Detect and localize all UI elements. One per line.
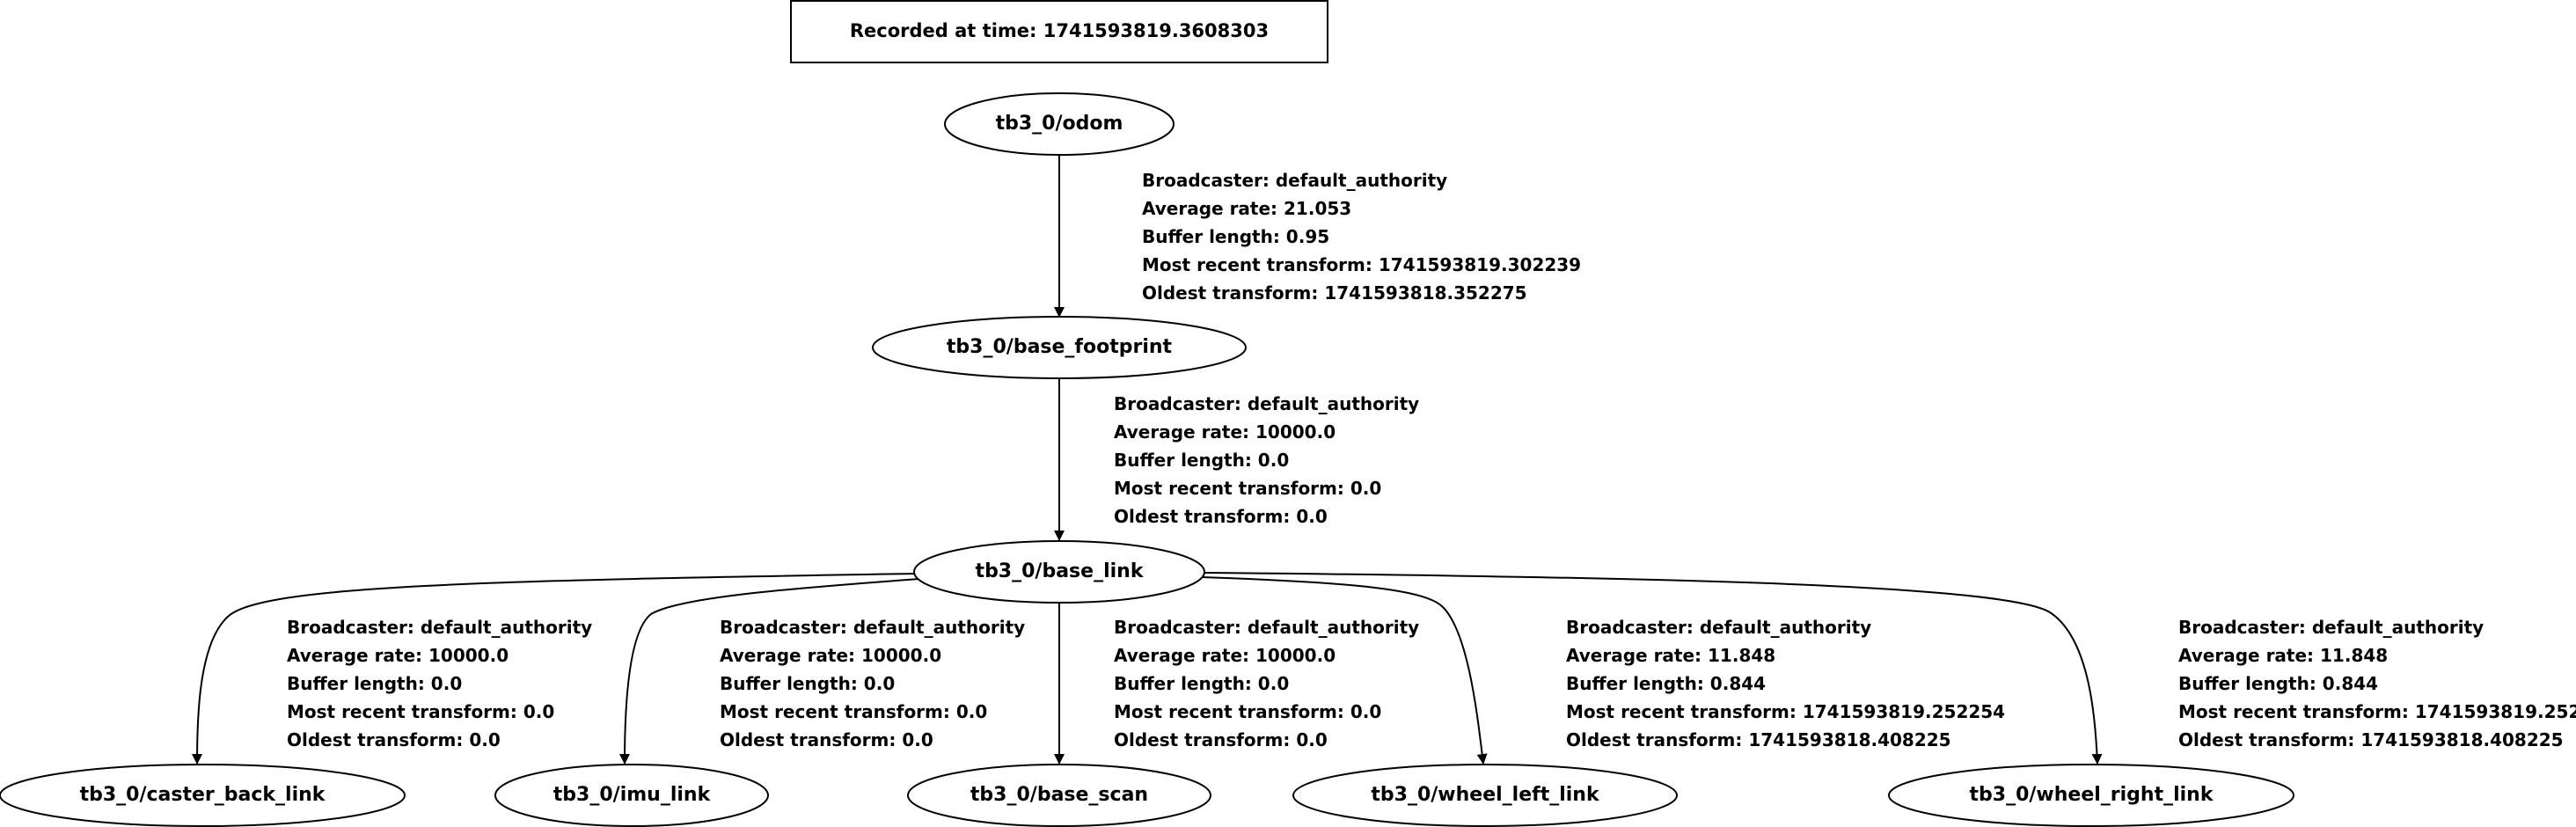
recorded-time-box: Recorded at time: 1741593819.3608303 xyxy=(790,0,1328,63)
edge-label-line: Most recent transform: 0.0 xyxy=(287,701,554,722)
node-base-link: tb3_0/base_link xyxy=(913,540,1205,604)
edge-label-line: Buffer length: 0.844 xyxy=(1566,673,1766,694)
edge-label-line: Broadcaster: default_authority xyxy=(720,617,1025,638)
node-label: tb3_0/base_link xyxy=(976,560,1145,582)
edge-label-line: Buffer length: 0.0 xyxy=(287,673,462,694)
edge-label-line: Oldest transform: 1741593818.408225 xyxy=(2178,729,2564,750)
node-wheel-right-link: tb3_0/wheel_right_link xyxy=(1888,764,2294,827)
edge-base-link-caster-back-link xyxy=(192,573,918,765)
edge-label-line: Average rate: 10000.0 xyxy=(1114,645,1336,666)
edge-label-line: Buffer length: 0.0 xyxy=(1114,450,1289,471)
edge-label-line: Most recent transform: 0.0 xyxy=(1114,701,1381,722)
node-label: tb3_0/caster_back_link xyxy=(80,784,326,806)
edge-label-line: Broadcaster: default_authority xyxy=(1142,170,1447,191)
edge-label-line: Broadcaster: default_authority xyxy=(1114,617,1419,638)
edge-label-line: Oldest transform: 1741593818.408225 xyxy=(1566,729,1951,750)
edge-label-line: Oldest transform: 1741593818.352275 xyxy=(1142,282,1527,304)
edge-label-line: Average rate: 10000.0 xyxy=(287,645,509,666)
edge-base-link-wheel-left-link xyxy=(1201,576,1488,765)
edge-base-link-imu-link xyxy=(619,578,920,765)
edge-label-line: Buffer length: 0.0 xyxy=(1114,673,1289,694)
edge-label-base-footprint-base-link: Broadcaster: default_authority Average r… xyxy=(1114,393,1419,527)
node-label: tb3_0/odom xyxy=(996,113,1123,135)
edge-label-odom-base-footprint: Broadcaster: default_authority Average r… xyxy=(1142,170,1581,304)
node-caster-back-link: tb3_0/caster_back_link xyxy=(0,764,406,827)
node-odom: tb3_0/odom xyxy=(944,92,1175,156)
edge-base-link-wheel-right-link xyxy=(1203,572,2103,765)
edge-label-line: Oldest transform: 0.0 xyxy=(1114,729,1328,750)
edge-label-base-link-wheel-left-link: Broadcaster: default_authority Average r… xyxy=(1566,617,2005,750)
edge-label-base-link-wheel-right-link: Broadcaster: default_authority Average r… xyxy=(2178,617,2576,750)
node-label: tb3_0/wheel_right_link xyxy=(1970,784,2214,806)
node-label: tb3_0/imu_link xyxy=(553,784,712,806)
edge-label-line: Average rate: 10000.0 xyxy=(1114,421,1336,443)
edge-label-base-link-imu-link: Broadcaster: default_authority Average r… xyxy=(720,617,1025,750)
edge-label-line: Buffer length: 0.844 xyxy=(2178,673,2378,694)
edge-label-line: Average rate: 11.848 xyxy=(1566,645,1775,666)
edge-label-line: Oldest transform: 0.0 xyxy=(287,729,501,750)
edge-label-line: Broadcaster: default_authority xyxy=(287,617,592,638)
edge-label-line: Average rate: 10000.0 xyxy=(720,645,941,666)
edge-label-line: Most recent transform: 1741593819.252254 xyxy=(2178,701,2576,722)
node-base-scan: tb3_0/base_scan xyxy=(907,764,1211,827)
node-wheel-left-link: tb3_0/wheel_left_link xyxy=(1292,764,1678,827)
edge-label-line: Broadcaster: default_authority xyxy=(1114,393,1419,414)
edge-label-base-link-caster-back-link: Broadcaster: default_authority Average r… xyxy=(287,617,592,750)
edge-label-line: Broadcaster: default_authority xyxy=(1566,617,1871,638)
edge-label-line: Oldest transform: 0.0 xyxy=(1114,506,1328,527)
edge-label-line: Buffer length: 0.95 xyxy=(1142,226,1329,247)
edge-label-line: Average rate: 21.053 xyxy=(1142,198,1351,219)
edge-label-line: Most recent transform: 0.0 xyxy=(1114,478,1381,499)
edge-label-base-link-base-scan: Broadcaster: default_authority Average r… xyxy=(1114,617,1419,750)
node-label: tb3_0/base_scan xyxy=(970,784,1148,806)
edge-label-line: Most recent transform: 1741593819.302239 xyxy=(1142,254,1581,275)
node-label: tb3_0/base_footprint xyxy=(947,336,1173,358)
edge-label-line: Broadcaster: default_authority xyxy=(2178,617,2484,638)
edge-label-line: Most recent transform: 1741593819.252254 xyxy=(1566,701,2005,722)
edge-label-line: Buffer length: 0.0 xyxy=(720,673,895,694)
edge-label-line: Oldest transform: 0.0 xyxy=(720,729,933,750)
edge-label-line: Most recent transform: 0.0 xyxy=(720,701,987,722)
edge-label-line: Average rate: 11.848 xyxy=(2178,645,2388,666)
edges xyxy=(192,155,2103,765)
node-imu-link: tb3_0/imu_link xyxy=(494,764,769,827)
node-label: tb3_0/wheel_left_link xyxy=(1371,784,1600,806)
recorded-time-label: Recorded at time: 1741593819.3608303 xyxy=(850,20,1269,41)
node-base-footprint: tb3_0/base_footprint xyxy=(872,316,1247,379)
